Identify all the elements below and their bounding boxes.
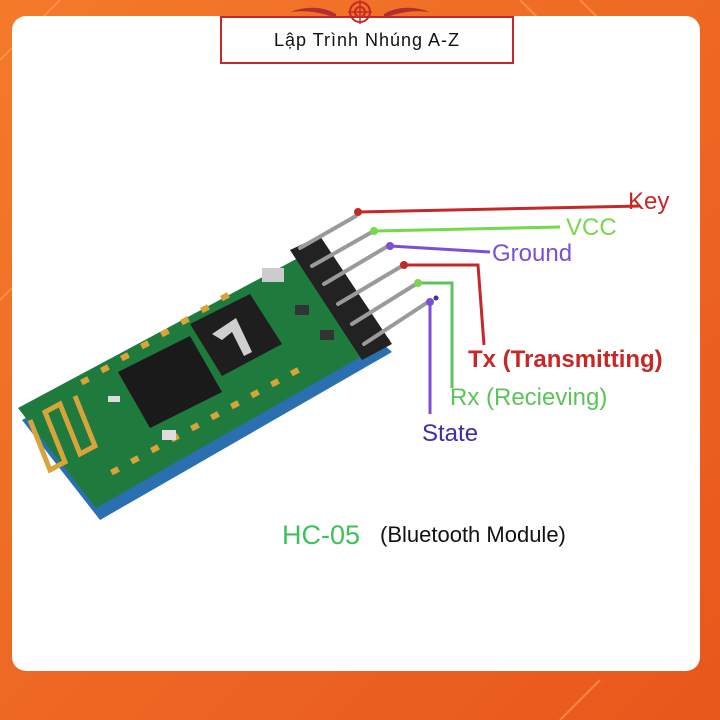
pin-label-key: Key — [628, 188, 670, 215]
pin-label-state: State — [422, 420, 479, 447]
pcb-board — [18, 258, 392, 520]
pin-label-ground: Ground — [492, 240, 573, 267]
left-wing-icon — [290, 7, 336, 18]
brand-name: Lập Trình Nhúng A-Z — [273, 30, 461, 50]
brand-logo-box: Lập Trình Nhúng A-Z — [220, 16, 514, 64]
header-pins — [290, 214, 430, 360]
brand-emblem-icon — [348, 0, 372, 24]
pin-label-rx: Rx (Recieving) — [450, 384, 608, 411]
module-description: (Bluetooth Module) — [380, 522, 566, 547]
pin-label-tx: Tx (Transmitting) — [468, 346, 663, 373]
right-wing-icon — [384, 7, 430, 18]
pin-leader-lines — [357, 204, 641, 414]
pin-label-vcc: VCC — [566, 214, 617, 241]
module-model-name: HC-05 — [282, 520, 361, 550]
